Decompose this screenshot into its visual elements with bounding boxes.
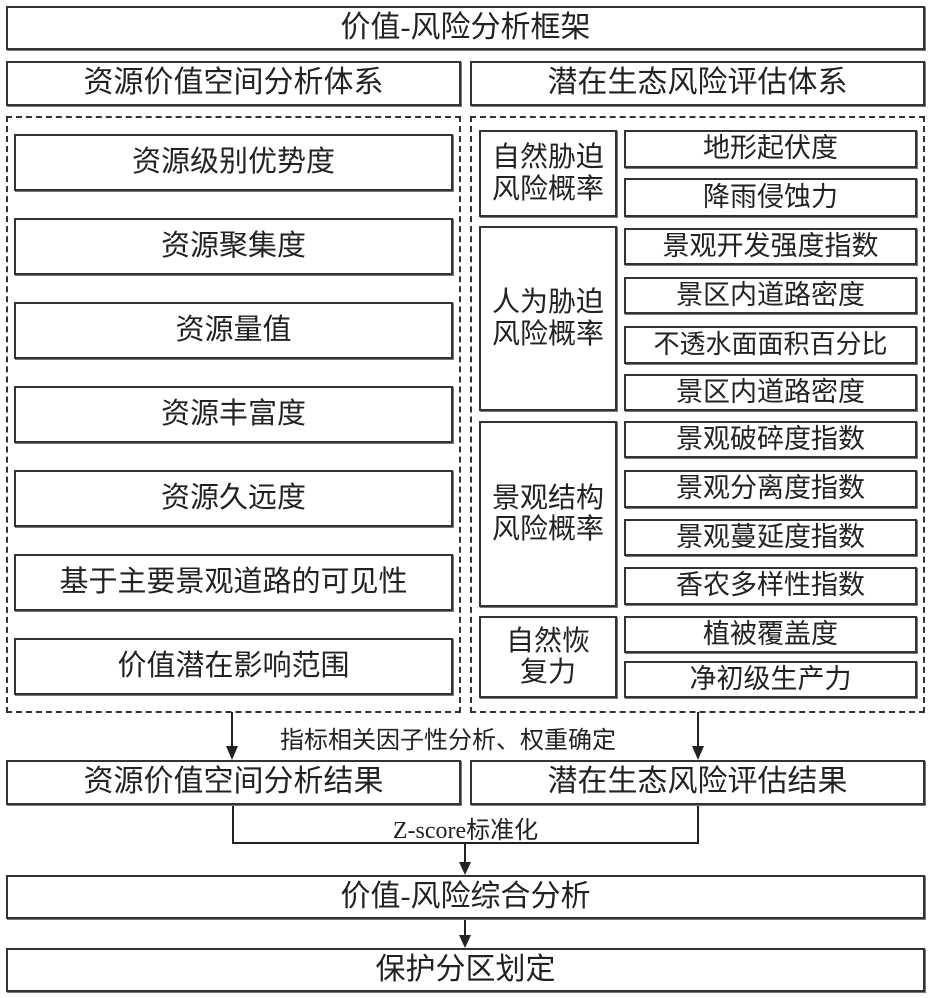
right-indicator: 景观破碎度指数 [624, 421, 917, 458]
right-indicator: 景观蔓延度指数 [624, 519, 917, 556]
arrowhead [459, 862, 471, 875]
right-system-container [470, 116, 925, 713]
protection-zoning: 保护分区划定 [6, 948, 925, 992]
left-indicator: 资源聚集度 [14, 218, 453, 275]
arrowhead [459, 935, 471, 948]
arrowhead [692, 746, 704, 760]
category-natural-resilience: 自然恢复力 [479, 616, 617, 698]
left-system-container [6, 116, 461, 713]
framework-title: 价值-风险分析框架 [6, 6, 925, 50]
left-indicator: 资源级别优势度 [14, 134, 453, 191]
left-indicator: 资源量值 [14, 302, 453, 359]
right-indicator: 景观开发强度指数 [624, 228, 917, 265]
left-indicator: 资源丰富度 [14, 386, 453, 443]
left-indicator: 价值潜在影响范围 [14, 638, 453, 695]
right-indicator: 香农多样性指数 [624, 567, 917, 605]
left-result: 资源价值空间分析结果 [6, 760, 461, 805]
category-landscape-structure: 景观结构风险概率 [479, 421, 617, 607]
right-indicator: 地形起伏度 [624, 130, 917, 168]
right-indicator: 景观分离度指数 [624, 470, 917, 508]
right-indicator: 景区内道路密度 [624, 374, 917, 411]
right-indicator: 景区内道路密度 [624, 277, 917, 314]
right-system-title: 潜在生态风险评估体系 [470, 61, 925, 106]
arrowhead [226, 746, 238, 760]
left-indicator: 资源久远度 [14, 470, 453, 527]
right-indicator: 不透水面面积百分比 [624, 326, 917, 364]
category-natural-stress: 自然胁迫风险概率 [479, 130, 617, 217]
left-indicator: 基于主要景观道路的可见性 [14, 554, 453, 611]
category-human-stress: 人为胁迫风险概率 [479, 226, 617, 411]
right-indicator: 植被覆盖度 [624, 616, 917, 653]
right-result: 潜在生态风险评估结果 [470, 760, 925, 805]
right-indicator: 净初级生产力 [624, 661, 917, 698]
normalize-label: Z-score标准化 [392, 818, 539, 844]
analysis-step-label: 指标相关因子性分析、权重确定 [280, 728, 616, 754]
right-indicator: 降雨侵蚀力 [624, 178, 917, 217]
combined-analysis: 价值-风险综合分析 [6, 875, 925, 919]
left-system-title: 资源价值空间分析体系 [6, 61, 461, 106]
